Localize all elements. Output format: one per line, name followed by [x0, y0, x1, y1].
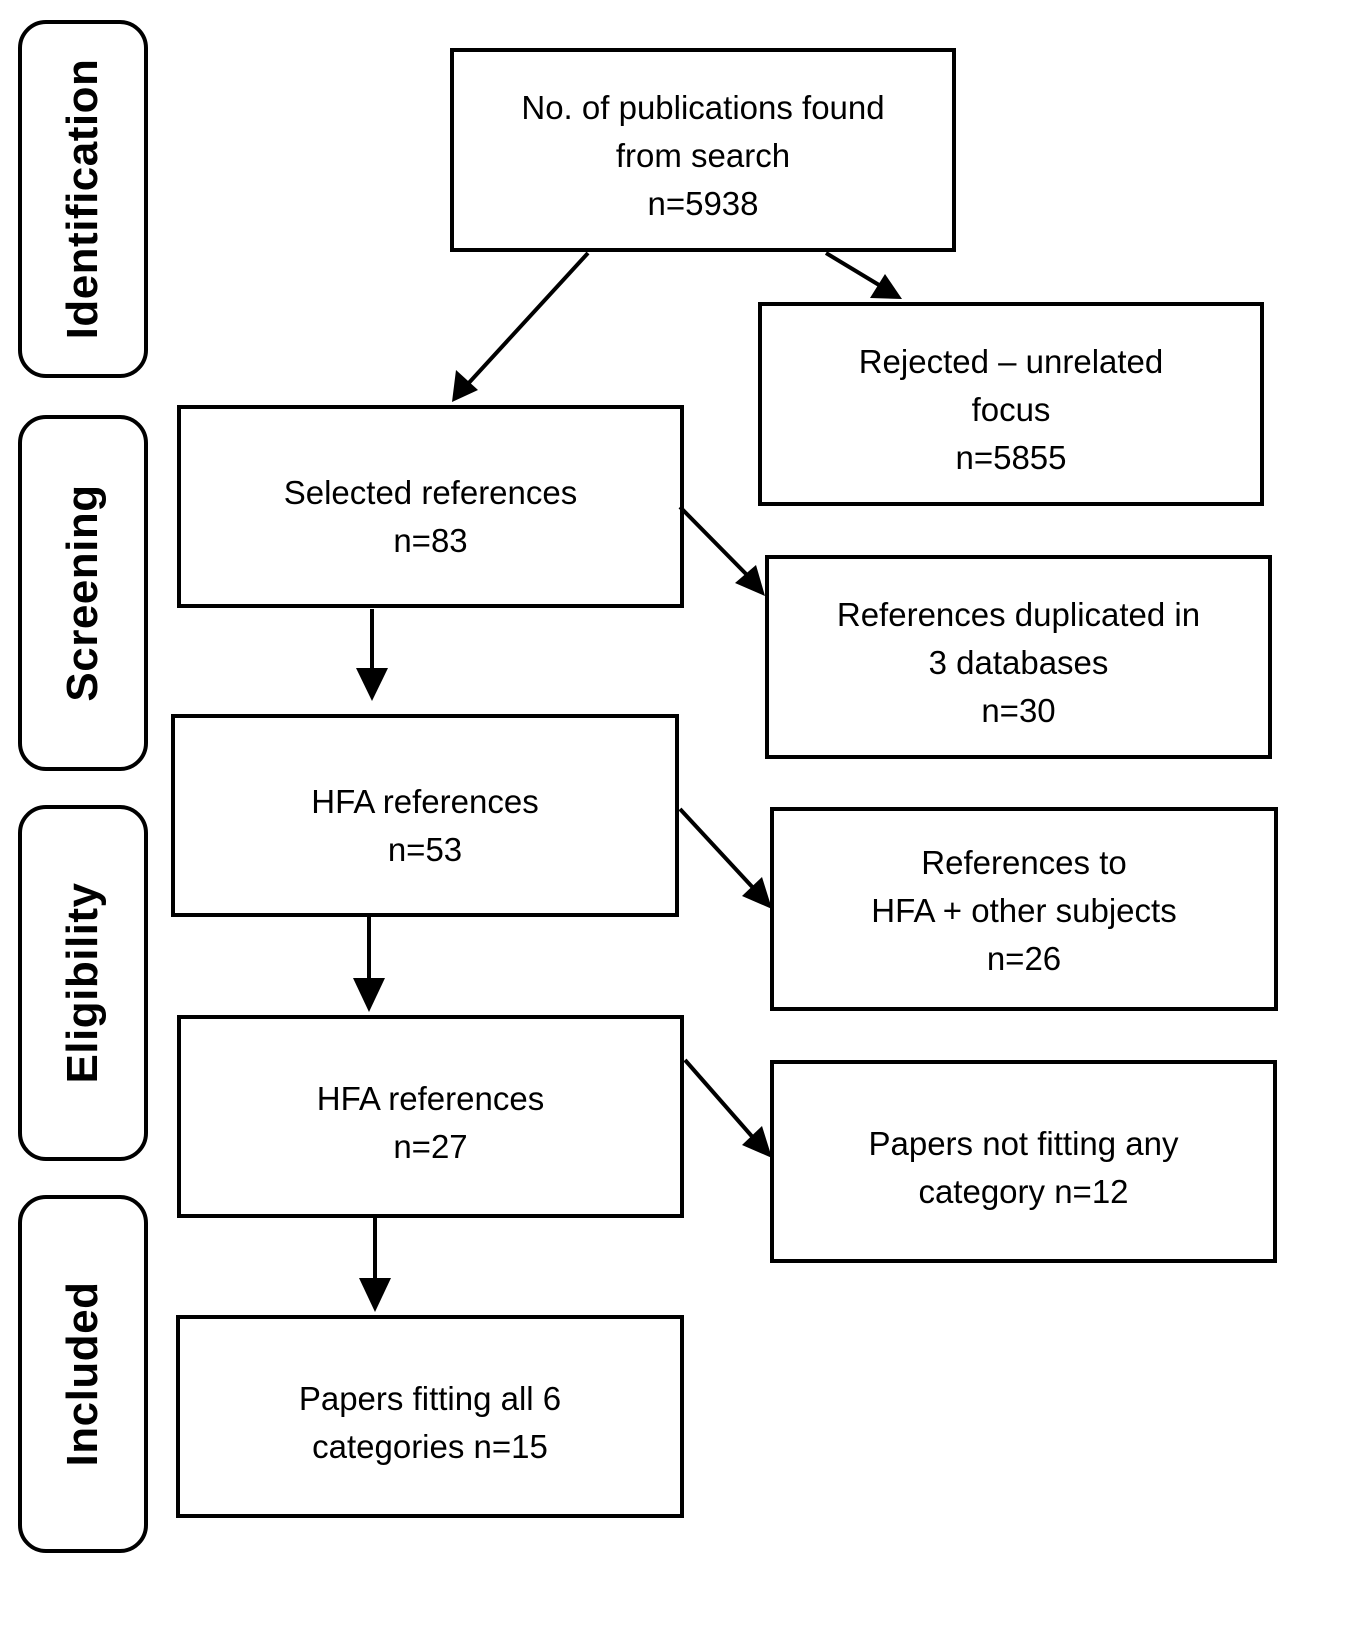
stage-included: Included	[18, 1195, 148, 1553]
selected-references-count: n=83	[393, 522, 468, 559]
stage-screening: Screening	[18, 415, 148, 771]
publications-found-count: n=5938	[647, 185, 759, 222]
hfa-references-53-count: n=53	[387, 831, 463, 868]
papers-fitting-all-line1: Papers fitting all 6	[298, 1380, 562, 1417]
duplicated-count: n=30	[981, 692, 1056, 729]
box-selected-references: Selected references n=83	[177, 405, 684, 608]
hfa-references-53-label: HFA references	[311, 783, 539, 820]
papers-not-fitting-line1: Papers not fitting any	[868, 1125, 1179, 1162]
arrow-hfa27-to-fitting-all	[359, 1218, 391, 1312]
arrow-hfa53-to-other-subjects	[678, 807, 772, 909]
other-subjects-line2: HFA + other subjects	[871, 892, 1177, 929]
hfa-references-27-count: n=27	[393, 1128, 468, 1165]
rejected-line2: focus	[971, 391, 1051, 428]
duplicated-line2: 3 databases	[928, 644, 1109, 681]
arrow-hfa53-to-hfa27	[353, 917, 385, 1012]
stage-identification-label: Identification	[58, 58, 107, 340]
stage-screening-label: Screening	[58, 484, 107, 702]
hfa-references-27-label: HFA references	[316, 1080, 545, 1117]
rejected-line1: Rejected – unrelated	[858, 343, 1164, 380]
arrow-found-to-rejected	[824, 251, 902, 299]
rejected-count: n=5855	[955, 439, 1067, 476]
publications-found-line2: from search	[615, 137, 791, 174]
stage-eligibility-label: Eligibility	[58, 882, 107, 1084]
other-subjects-count: n=26	[986, 940, 1062, 977]
other-subjects-line1: References to	[921, 844, 1127, 881]
box-rejected: Rejected – unrelated focus n=5855	[758, 302, 1264, 506]
arrow-selected-to-hfa53	[356, 609, 388, 701]
duplicated-line1: References duplicated in	[836, 596, 1201, 633]
arrow-found-to-selected	[452, 251, 590, 402]
box-hfa-references-27: HFA references n=27	[177, 1015, 684, 1218]
publications-found-line1: No. of publications found	[521, 89, 885, 126]
box-duplicated-references: References duplicated in 3 databases n=3…	[765, 555, 1272, 759]
papers-fitting-all-line2: categories n=15	[312, 1428, 548, 1465]
box-publications-found: No. of publications found from search n=…	[450, 48, 956, 252]
selected-references-label: Selected references	[283, 474, 578, 511]
papers-not-fitting-line2: category n=12	[918, 1173, 1129, 1210]
box-papers-fitting-all: Papers fitting all 6 categories n=15	[176, 1315, 684, 1518]
box-hfa-references-53: HFA references n=53	[171, 714, 679, 917]
box-papers-not-fitting: Papers not fitting any category n=12	[770, 1060, 1277, 1263]
stage-identification: Identification	[18, 20, 148, 378]
box-other-subjects: References to HFA + other subjects n=26	[770, 807, 1278, 1011]
arrow-selected-to-duplicated	[678, 505, 765, 596]
arrow-hfa27-to-not-fitting	[683, 1058, 772, 1158]
stage-included-label: Included	[58, 1281, 107, 1467]
stage-eligibility: Eligibility	[18, 805, 148, 1161]
